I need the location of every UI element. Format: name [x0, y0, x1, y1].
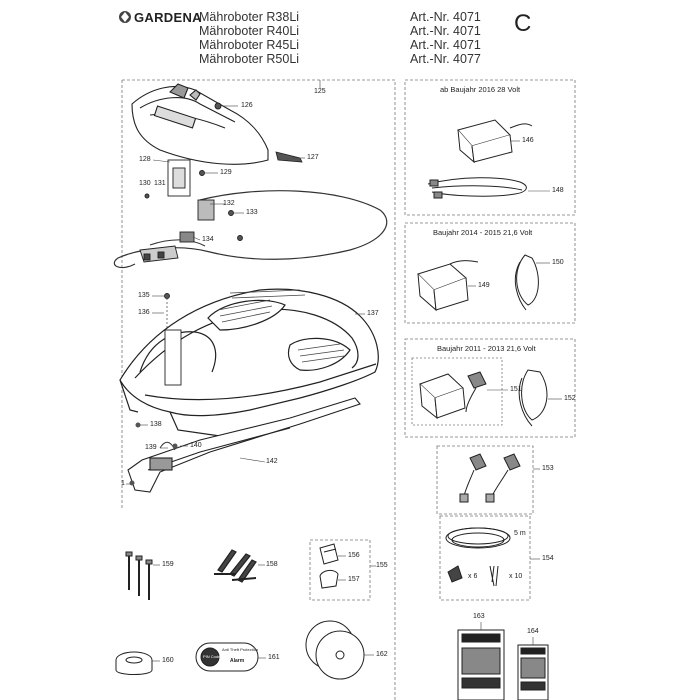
bumper-drawing [127, 397, 361, 493]
part-label: 133 [246, 209, 258, 216]
part-label: 154 [542, 555, 554, 562]
part-label: 151 [510, 386, 522, 393]
part-label: 155 [376, 562, 388, 569]
adapter-kit-drawing [459, 453, 521, 503]
box-title-2014: Baujahr 2014 - 2015 21,6 Volt [433, 228, 533, 237]
part-label: 136 [138, 309, 150, 316]
part-label: 157 [348, 576, 360, 583]
part-label: 125 [314, 88, 326, 95]
part-label: 150 [552, 259, 564, 266]
model-name: Mähroboter R45Li [199, 38, 300, 52]
box-title-2016: ab Baujahr 2016 28 Volt [440, 85, 521, 94]
part-label: 131 [154, 180, 166, 187]
box-2016-frame [404, 79, 576, 216]
sticker-drawing [195, 642, 259, 672]
model-name: Mähroboter R38Li [199, 10, 300, 24]
charger-2011-drawing [419, 369, 548, 427]
model-list: Mähroboter R38Li Mähroboter R40Li Mährob… [199, 10, 299, 66]
part-label: 138 [150, 421, 162, 428]
part-label: 152 [564, 395, 576, 402]
pegs-drawing [214, 549, 257, 583]
part-label: 140 [190, 442, 202, 449]
part-label: 156 [348, 552, 360, 559]
part-label: 164 [527, 628, 539, 635]
brand-name: GARDENA [134, 10, 202, 25]
article-number: Art.-Nr. 4071 [410, 24, 481, 38]
sticker-pin-text: PIN Code [203, 654, 221, 659]
wire-kit-frame [439, 515, 531, 601]
ring-drawing [115, 651, 153, 675]
part-label: 128 [139, 156, 151, 163]
top-cover-drawing [131, 83, 269, 165]
article-number: Art.-Nr. 4071 [410, 38, 481, 52]
gardena-logo-mark [119, 11, 131, 23]
article-number: Art.-Nr. 4071 [410, 10, 481, 24]
part-label: 132 [223, 200, 235, 207]
model-name: Mähroboter R40Li [199, 24, 300, 38]
adapter-kit-frame [436, 445, 534, 515]
part-label: 146 [522, 137, 534, 144]
part-label: 159 [162, 561, 174, 568]
charging-contacts-frame [309, 539, 371, 601]
article-list: Art.-Nr. 4071 Art.-Nr. 4071 Art.-Nr. 407… [410, 10, 481, 66]
part-label: 135 [138, 292, 150, 299]
article-number: Art.-Nr. 4077 [410, 52, 481, 66]
manuals-drawing [457, 629, 549, 700]
charger-2016-drawing [427, 119, 533, 199]
part-label: 153 [542, 465, 554, 472]
part-label: 162 [376, 651, 388, 658]
part-label: 127 [307, 154, 319, 161]
part-label: 129 [220, 169, 232, 176]
part-label: 163 [473, 613, 485, 620]
part-label: 130 [139, 180, 151, 187]
box-2014-frame [404, 222, 576, 324]
quantity-label: x 6 [468, 573, 478, 580]
wire-length-label: 5 m [514, 530, 526, 537]
box-title-2011: Baujahr 2011 - 2013 21,6 Volt [437, 344, 536, 353]
charger-2014-drawing [417, 254, 539, 312]
part-label: 126 [241, 102, 253, 109]
part-label: 139 [145, 444, 157, 451]
part-label: 1 [121, 480, 125, 487]
part-label: 160 [162, 657, 174, 664]
box-2011-frame [404, 338, 576, 438]
part-label: 149 [478, 282, 490, 289]
part-label: 161 [268, 654, 280, 661]
part-label: 158 [266, 561, 278, 568]
wire-kit-drawing [445, 527, 511, 587]
sticker-title: Anti Theft Protection [222, 647, 259, 652]
main-frame [122, 79, 396, 700]
quantity-label: x 10 [509, 573, 523, 580]
part-label: 142 [266, 458, 278, 465]
sheet-letter: C [514, 10, 532, 37]
part-label: 148 [552, 187, 564, 194]
sticker-brand: Alarm [230, 658, 245, 664]
part-label: 134 [202, 236, 214, 243]
model-name: Mähroboter R50Li [199, 52, 300, 66]
part-label: 137 [367, 310, 379, 317]
chassis-drawing [119, 288, 379, 437]
discs-drawing [305, 620, 365, 680]
